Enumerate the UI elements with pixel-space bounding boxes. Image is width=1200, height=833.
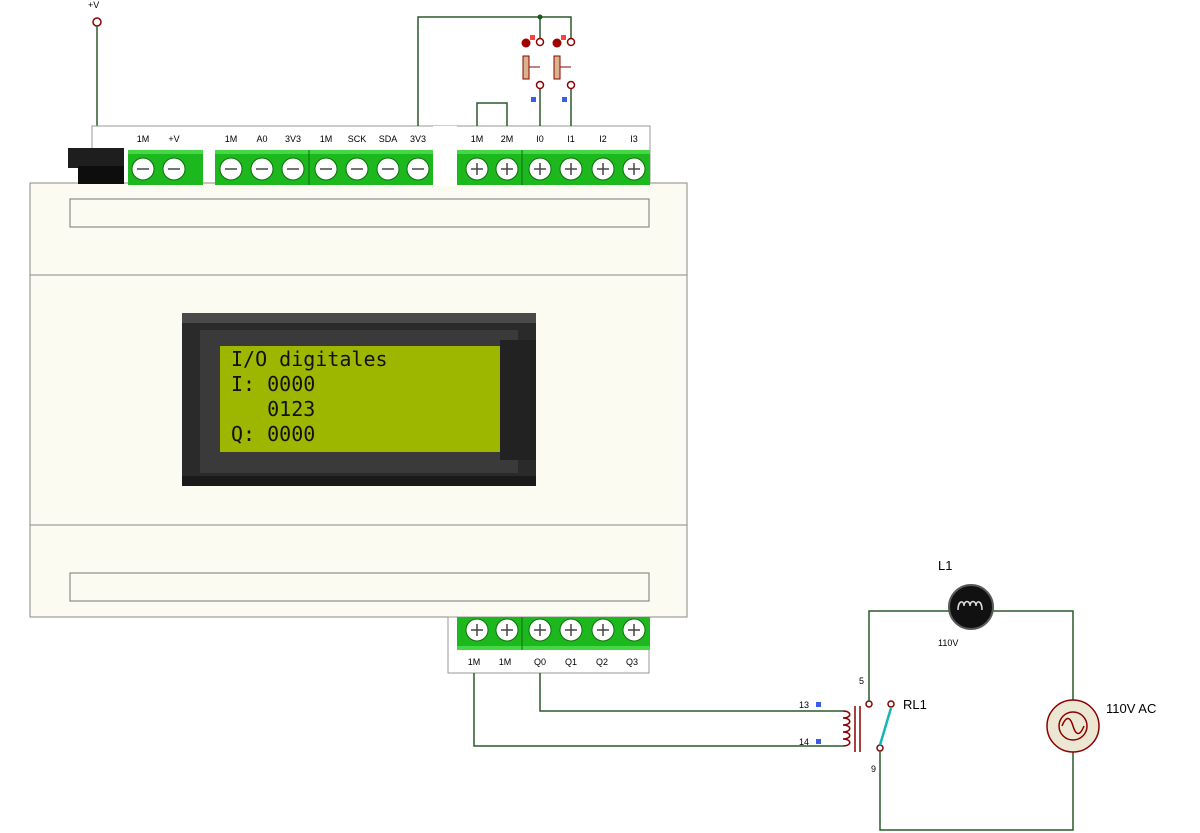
terminal-label: 3V3 (410, 134, 426, 144)
terminal-label: I2 (599, 134, 607, 144)
lamp-filament-icon (957, 600, 983, 611)
top-terminal-labels-left: 1M +V (137, 134, 180, 144)
terminal-label: SDA (379, 134, 398, 144)
terminal-block-top-mid (215, 150, 433, 185)
relay-switch-arm (878, 707, 893, 746)
terminal-label: +V (168, 134, 179, 144)
terminal-label: A0 (256, 134, 267, 144)
relay-name: RL1 (903, 697, 927, 712)
terminal-label: 1M (499, 657, 512, 667)
terminal-label: 1M (471, 134, 484, 144)
terminal-label: I3 (630, 134, 638, 144)
lamp-rating: 110V (938, 638, 958, 648)
supply-terminal: +V (88, 0, 102, 127)
terminal-label: Q2 (596, 657, 608, 667)
terminal-label: I1 (567, 134, 575, 144)
terminal-label: SCK (348, 134, 367, 144)
lcd-display: I/O digitales I: 0000 0123 Q: 0000 (182, 313, 536, 486)
label-slot-bottom (69, 572, 650, 602)
power-jack (68, 148, 124, 184)
relay-contact-com-label: 9 (871, 764, 876, 774)
relay-coil (842, 710, 851, 747)
label-slot-top (69, 198, 650, 228)
terminal-label: 3V3 (285, 134, 301, 144)
relay-rl1: 13 14 5 9 RL1 (799, 676, 927, 774)
source-label: 110V AC (1106, 701, 1156, 716)
terminal-label: I0 (536, 134, 544, 144)
relay-coil-pin-b: 14 (799, 737, 809, 747)
ac-source: 110V AC (1046, 699, 1156, 753)
top-terminal-labels-mid: 1M A0 3V3 1M SCK SDA 3V3 (225, 134, 426, 144)
lamp-l1: L1 110V (938, 558, 994, 648)
bridge-wire (476, 102, 508, 126)
lcd-line-3: 0123 (231, 397, 315, 421)
pushbutton-i0[interactable] (521, 35, 545, 102)
plc-module (29, 125, 688, 618)
terminal-label: Q1 (565, 657, 577, 667)
terminal-block-bottom: 1M 1M Q0 Q1 Q2 Q3 (447, 616, 650, 674)
terminal-label: 1M (225, 134, 238, 144)
lamp-name: L1 (938, 558, 952, 573)
relay-contact-no-label: 5 (859, 676, 864, 686)
relay-coil-pin-a: 13 (799, 700, 809, 710)
output-wiring (473, 673, 843, 747)
lcd-line-1: I/O digitales (231, 347, 388, 371)
terminal-label: 1M (137, 134, 150, 144)
terminal-block-top-left (128, 150, 203, 185)
lcd-line-2: I: 0000 (231, 372, 315, 396)
pushbutton-wiring (417, 14, 572, 126)
supply-label: +V (88, 0, 99, 10)
terminal-label: 1M (320, 134, 333, 144)
terminal-label: 2M (501, 134, 514, 144)
lcd-screen (220, 346, 500, 452)
terminal-label: Q0 (534, 657, 546, 667)
terminal-block-top-right (457, 150, 650, 185)
terminal-label: Q3 (626, 657, 638, 667)
load-circuit (868, 610, 1074, 831)
lcd-line-4: Q: 0000 (231, 422, 315, 446)
terminal-label: 1M (468, 657, 481, 667)
top-terminal-labels-right: 1M 2M I0 I1 I2 I3 (471, 134, 638, 144)
pushbutton-i1[interactable] (552, 35, 576, 102)
sine-wave-icon (1061, 717, 1085, 735)
